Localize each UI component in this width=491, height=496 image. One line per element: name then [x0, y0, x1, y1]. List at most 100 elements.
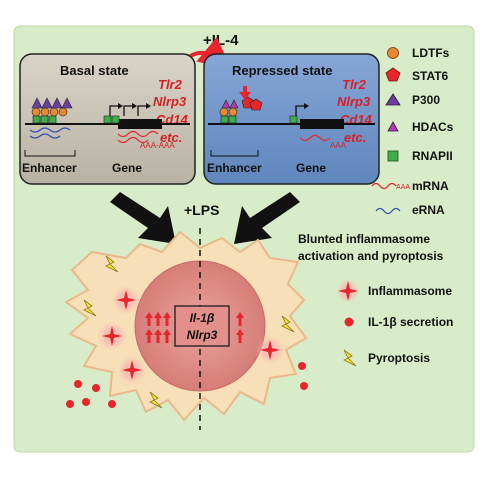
- up-arrow: [236, 312, 244, 326]
- ldtf-circle: [58, 107, 68, 117]
- lps-label: +LPS: [184, 202, 219, 218]
- il1b-legend-icon: [344, 317, 354, 327]
- il1b-secretion-dots: [66, 362, 308, 408]
- cell-legend: Inflammasome IL-1β secretion Pyroptosis: [336, 279, 453, 367]
- hdac-triangle: [221, 99, 231, 109]
- repressed-title: Repressed state: [232, 63, 332, 78]
- ldtf-legend-icon: [387, 47, 399, 59]
- rnapii-square: [48, 115, 57, 124]
- ldtf-circle: [40, 107, 50, 117]
- hdac-legend-icon: [387, 121, 399, 132]
- up-arrow: [145, 329, 153, 343]
- basal-gene-etc: etc.: [160, 130, 182, 145]
- tss-arrow: [295, 105, 306, 116]
- tss-arrow: [109, 105, 120, 116]
- up-arrow: [154, 329, 162, 343]
- basal-gene-body: [100, 103, 190, 144]
- up-arrow: [236, 329, 244, 343]
- mrna-legend-tail: AAA: [396, 184, 410, 191]
- pyroptosis-bolts: [83, 255, 295, 409]
- basal-gene-label: Gene: [112, 161, 142, 175]
- nucleus-gene-box: [174, 305, 230, 347]
- nucleus-gene-il1b: Il-1β: [190, 311, 215, 325]
- repressed-gene-tlr2: Tlr2: [342, 77, 367, 92]
- gene-block: [118, 119, 162, 129]
- rnapii-legend-icon: [387, 150, 399, 162]
- basal-mrna-tail: AAA-AAA: [140, 141, 175, 150]
- strong-upregulation-arrows: [145, 312, 171, 343]
- enhancer-bracket: [210, 150, 259, 157]
- basal-lps-arrow: [110, 192, 176, 244]
- tss-arrowhead: [304, 103, 309, 109]
- inflammasome-cross: [116, 290, 136, 310]
- il1b-dot: [300, 382, 308, 390]
- legend-il1b-secretion: IL-1β secretion: [368, 315, 453, 329]
- tss-arrow: [137, 105, 148, 116]
- outcome-line-2: activation and pyroptosis: [298, 249, 444, 263]
- legend-p300: P300: [412, 93, 440, 107]
- inflammasome-cross: [102, 326, 122, 346]
- erna-wave: [29, 127, 71, 133]
- rnapii-square: [228, 115, 237, 124]
- p300-legend-icon: [385, 93, 401, 106]
- tss-arrowhead: [146, 103, 151, 109]
- basal-title: Basal state: [60, 63, 129, 78]
- lightning-bolt: [105, 255, 119, 273]
- nucleus-gene-nlrp3: Nlrp3: [187, 328, 218, 342]
- outcome-line-1: Blunted inflammasome: [298, 232, 430, 246]
- il1b-dot: [92, 384, 100, 392]
- stat6-legend-icon: [385, 67, 401, 82]
- weak-upregulation-arrows: [236, 312, 244, 343]
- legend-mrna: mRNA: [412, 179, 449, 193]
- enhancer-bracket: [24, 150, 76, 157]
- mrna-wave: [117, 130, 159, 138]
- rnapii-square: [111, 115, 120, 124]
- rnapii-square: [289, 115, 298, 124]
- legend-stat6: STAT6: [412, 69, 449, 83]
- ldtf-circle: [31, 107, 41, 117]
- repressed-gene-label: Gene: [296, 161, 326, 175]
- inflammasome-crosses: [98, 286, 284, 384]
- p300-triangle: [61, 97, 73, 109]
- repressed-gene-nlrp3: Nlrp3: [337, 94, 371, 109]
- legend: LDTFs STAT6 P300 HDACs RNAPII AAA mRNA e…: [371, 46, 454, 217]
- ldtf-circle: [49, 107, 59, 117]
- legend-inflammasome: Inflammasome: [368, 284, 452, 298]
- legend-ldtfs: LDTFs: [412, 46, 450, 60]
- rnapii-square: [103, 115, 112, 124]
- mrna-legend-icon: [371, 182, 397, 190]
- basal-enhancer-label: Enhancer: [22, 161, 77, 175]
- legend-pyroptosis: Pyroptosis: [368, 351, 430, 365]
- basal-gene-tlr2: Tlr2: [158, 77, 183, 92]
- inflammasome-legend-icon: [338, 281, 358, 301]
- p300-triangle: [31, 97, 43, 109]
- il1b-dot: [298, 362, 306, 370]
- legend-hdacs: HDACs: [412, 120, 454, 134]
- ldtf-circle: [219, 107, 229, 117]
- repressed-mrna-tail: AAA: [330, 141, 347, 150]
- tss-arrow: [123, 105, 134, 116]
- basal-gene-nlrp3: Nlrp3: [153, 94, 187, 109]
- p300-triangle: [51, 97, 63, 109]
- il4-label: +IL-4: [203, 32, 239, 49]
- il1b-dot: [66, 400, 74, 408]
- legend-erna: eRNA: [412, 203, 445, 217]
- repressed-lps-arrow: [234, 192, 300, 244]
- hdac-triangle: [229, 99, 239, 109]
- erna-wave: [29, 133, 61, 139]
- repressed-enhancer-complex: [208, 86, 280, 157]
- lightning-bolt: [83, 299, 97, 317]
- basal-enhancer-complex: [24, 97, 100, 157]
- inflammasome-cross: [260, 340, 280, 360]
- lightning-bolt: [149, 391, 163, 409]
- up-arrow: [154, 312, 162, 326]
- up-arrow: [163, 312, 171, 326]
- up-arrow: [163, 329, 171, 343]
- stat6-down-arrowhead: [239, 92, 251, 100]
- erna-legend-icon: [375, 207, 401, 215]
- stat6-pentagon: [249, 98, 263, 111]
- il1b-dot: [108, 400, 116, 408]
- rnapii-square: [40, 115, 49, 124]
